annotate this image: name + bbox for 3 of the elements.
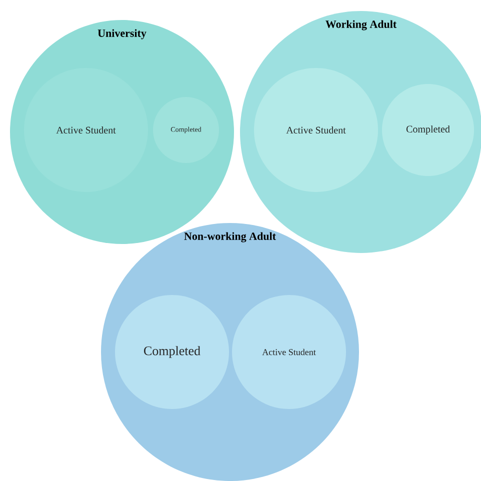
circle-heading: Non-working Adult xyxy=(184,232,276,242)
circle-heading: Working Adult xyxy=(326,20,397,30)
circle-heading: University xyxy=(98,29,146,40)
